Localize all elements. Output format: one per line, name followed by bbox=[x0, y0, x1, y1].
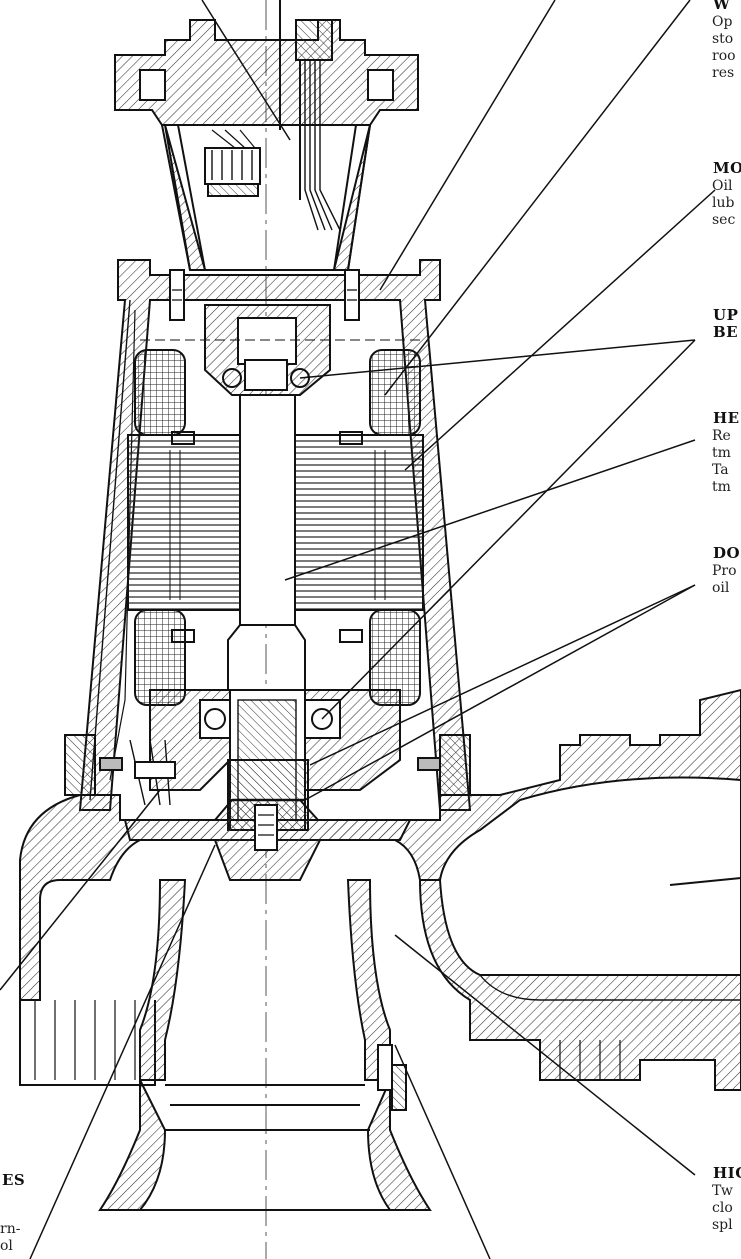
label-line: UP bbox=[713, 306, 739, 324]
label-high-heading: HIG bbox=[713, 1164, 741, 1182]
label-line: sto bbox=[712, 31, 734, 47]
label-line: clo bbox=[712, 1200, 733, 1216]
inlet-bell bbox=[98, 879, 432, 1211]
label-double-seal-text: Pro oil bbox=[712, 563, 737, 597]
label-left-bottom-heading: ES bbox=[2, 1171, 26, 1189]
label-line: Pro bbox=[712, 563, 737, 579]
label-line: spl bbox=[712, 1217, 733, 1233]
label-high-text: Tw clo spl bbox=[712, 1183, 733, 1234]
label-line: Op bbox=[712, 14, 733, 30]
label-line: oil bbox=[712, 580, 730, 596]
motor-housing bbox=[78, 259, 472, 811]
label-top-right-heading: W bbox=[713, 0, 731, 13]
label-motor-text: Oil lub sec bbox=[712, 178, 735, 229]
label-line: rn- bbox=[0, 1221, 21, 1237]
label-line: tm bbox=[712, 479, 731, 495]
label-motor-heading: MO bbox=[713, 159, 741, 177]
label-top-right-text: Op sto roo res bbox=[712, 14, 736, 82]
label-double-seal-heading: DO bbox=[713, 544, 741, 562]
label-line: Tw bbox=[712, 1183, 733, 1199]
label-line: Ta bbox=[712, 462, 729, 478]
label-heat-text: Re tm Ta tm bbox=[712, 428, 731, 496]
cable-entry-cap bbox=[114, 0, 419, 271]
label-line: sec bbox=[712, 212, 736, 228]
volute-casing bbox=[19, 688, 741, 1091]
label-line: roo bbox=[712, 48, 736, 64]
label-upper-bearing-heading: UP BE bbox=[713, 307, 738, 341]
label-line: tm bbox=[712, 445, 731, 461]
label-line: lub bbox=[712, 195, 735, 211]
label-heat-heading: HE bbox=[713, 409, 740, 427]
label-line: Oil bbox=[712, 178, 733, 194]
label-line: res bbox=[712, 65, 735, 81]
leader-lines bbox=[0, 0, 716, 1259]
label-line: BE bbox=[713, 323, 739, 341]
label-left-bottom-text: rn- ol bbox=[0, 1221, 20, 1255]
label-line: Re bbox=[712, 428, 731, 444]
impeller bbox=[123, 799, 412, 881]
label-line: ol bbox=[0, 1238, 13, 1254]
